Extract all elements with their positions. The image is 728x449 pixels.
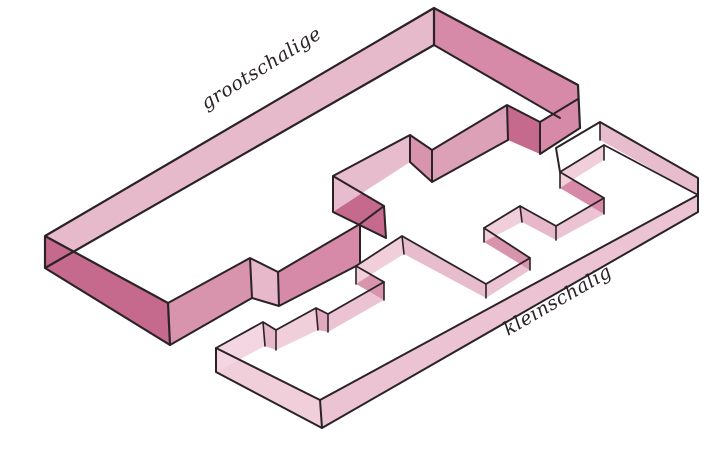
small-volume-step-wall-3 — [276, 308, 318, 350]
small-volume-step-wall-15 — [560, 145, 604, 188]
small-volume-step-wall-4 — [316, 308, 328, 332]
small-volume-long-front-wall — [320, 195, 698, 428]
small-volume-outer-wall — [216, 348, 322, 428]
large-volume-front-wall-2 — [168, 258, 252, 345]
large-scale-volume — [43, 6, 582, 347]
small-volume-step-wall-1 — [216, 322, 265, 372]
large-volume-front-wall — [45, 236, 170, 345]
small-volume-step-wall-5 — [328, 282, 384, 332]
small-volume-step-wall-11 — [484, 206, 522, 242]
small-volume-step-wall-10 — [484, 228, 530, 270]
large-volume-step-wall-6 — [540, 99, 580, 154]
small-volume-end-wall — [600, 122, 698, 195]
large-volume-step-wall-4 — [432, 105, 508, 182]
small-volume-step-wall-8 — [402, 236, 486, 298]
small-volume-step-wall-12 — [520, 206, 556, 240]
small-volume-step-wall-7 — [356, 236, 404, 284]
large-volume-front-wall-3 — [278, 224, 360, 306]
large-volume-step-wall-2 — [333, 135, 410, 212]
large-volume-notch-wall — [250, 258, 279, 306]
small-volume-step-wall-9 — [486, 258, 530, 298]
small-scale-volume — [215, 121, 699, 429]
large-volume-back-wall — [45, 8, 434, 268]
large-volume-step-wall-5 — [507, 105, 540, 154]
small-volume-step-wall-13 — [556, 198, 604, 240]
large-volume-end-wall — [434, 8, 580, 128]
